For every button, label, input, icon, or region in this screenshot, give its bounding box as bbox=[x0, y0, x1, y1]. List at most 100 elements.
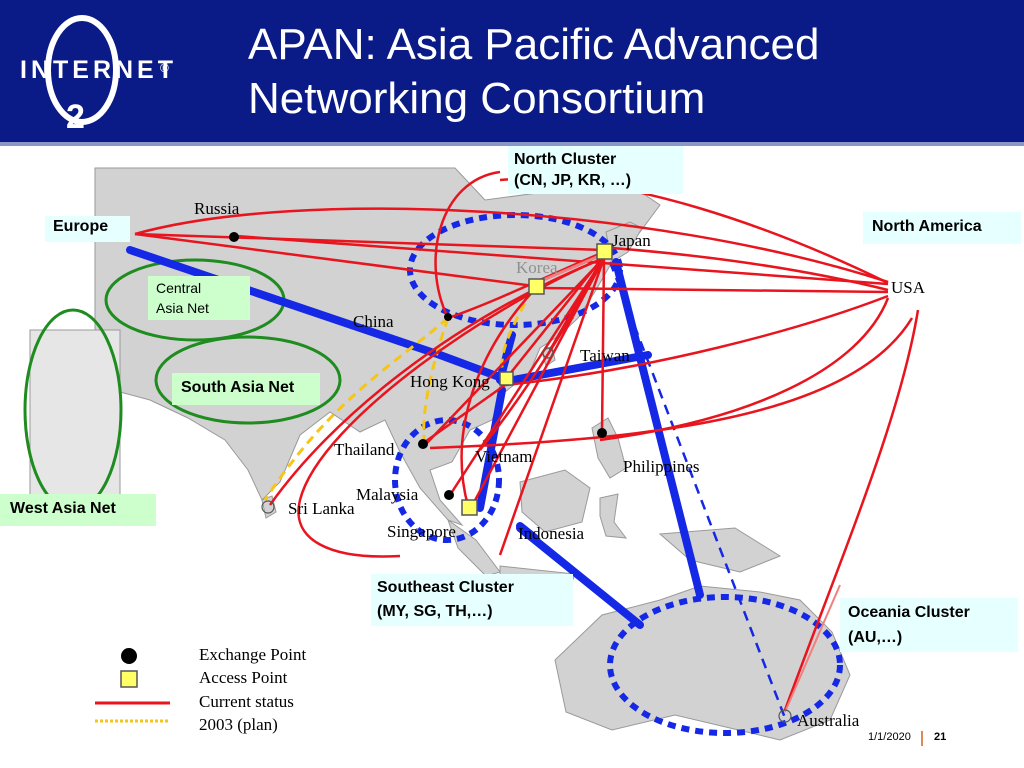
label-sri-lanka: Sri Lanka bbox=[288, 499, 355, 518]
label-philippines: Philippines bbox=[623, 457, 700, 476]
label-indonesia: Indonesia bbox=[518, 524, 585, 543]
link-korea-usa bbox=[539, 286, 889, 294]
link-europe-korea bbox=[134, 232, 535, 288]
link-japan-vietnam bbox=[479, 257, 606, 451]
label-japan: Japan bbox=[612, 231, 651, 250]
landmass-philippines bbox=[591, 417, 627, 479]
legend-exchange-point: Exchange Point bbox=[199, 645, 307, 664]
logo-numeral: 2 bbox=[66, 98, 85, 136]
oceania-cluster-ring bbox=[607, 594, 843, 736]
link-japan-thailand bbox=[424, 257, 605, 446]
link-europe-usa bbox=[134, 207, 889, 284]
link-japan-indonesia bbox=[498, 257, 606, 556]
title-line-2: Networking Consortium bbox=[248, 74, 706, 123]
label-vietnam: Vietnam bbox=[475, 447, 533, 466]
logo-registered-mark: ® bbox=[160, 61, 169, 75]
slide-page-number: 21 bbox=[934, 731, 947, 743]
landmass-asia bbox=[94, 167, 661, 527]
label-usa: USA bbox=[891, 278, 926, 297]
slide-date: 1/1/2020 bbox=[868, 731, 911, 743]
logo-wordmark: INTERNET bbox=[20, 56, 177, 84]
label-korea: Korea bbox=[516, 258, 558, 277]
central-asia-callout: Central Asia Net bbox=[148, 276, 250, 320]
label-malaysia: Malaysia bbox=[356, 485, 419, 504]
access-point-hongkong bbox=[499, 371, 514, 386]
link-china-northloop bbox=[434, 170, 501, 319]
legend-access-point-icon bbox=[120, 670, 138, 688]
legend-plan-2003: 2003 (plan) bbox=[199, 715, 278, 734]
exchange-point-philippines bbox=[597, 428, 607, 438]
south-asia-ring bbox=[154, 335, 342, 425]
site-markers bbox=[261, 347, 792, 723]
oceania-cluster-title: Oceania Cluster bbox=[848, 604, 970, 621]
header-divider bbox=[0, 142, 1024, 146]
link-japan-philippines bbox=[600, 257, 606, 433]
landmass-west-asia bbox=[29, 329, 121, 501]
access-points bbox=[461, 243, 613, 516]
link-korea-singapore bbox=[460, 289, 535, 507]
north-america-callout: North America bbox=[863, 212, 1021, 244]
link-thailand-hongkong bbox=[421, 383, 506, 446]
link-australia-usa bbox=[783, 309, 920, 711]
link-japan-malaysia bbox=[448, 257, 606, 496]
backbone-indonesia-australia bbox=[516, 524, 644, 629]
plan-china-thailand bbox=[422, 317, 450, 446]
label-hong-kong: Hong Kong bbox=[410, 372, 490, 391]
legend-exchange-point-icon bbox=[121, 648, 137, 664]
site-marker-australia bbox=[778, 709, 792, 723]
oceania-cluster-callout: Oceania Cluster (AU,…) bbox=[840, 598, 1018, 652]
title-line-1: APAN: Asia Pacific Advanced bbox=[248, 20, 820, 69]
landmass-sulawesi bbox=[599, 493, 628, 539]
exchange-point-china bbox=[444, 313, 452, 321]
north-america-label: North America bbox=[872, 218, 982, 235]
europe-callout: Europe bbox=[45, 216, 130, 242]
north-cluster-title: North Cluster bbox=[514, 151, 617, 168]
label-thailand: Thailand bbox=[334, 440, 395, 459]
link-japan-australia-dashed bbox=[608, 261, 787, 719]
access-point-japan bbox=[596, 243, 613, 260]
link-europe-japan bbox=[134, 232, 605, 252]
link-thailand-usa bbox=[429, 317, 914, 450]
legend-current-status: Current status bbox=[199, 692, 294, 711]
landmass-borneo bbox=[519, 469, 591, 533]
label-russia: Russia bbox=[194, 199, 240, 218]
exchange-point-thailand bbox=[418, 439, 428, 449]
plan-china-srilanka bbox=[263, 316, 449, 501]
slide-header bbox=[0, 0, 1024, 142]
internet2-logo: INTERNET ® 2 bbox=[20, 15, 177, 136]
southeast-cluster-ring bbox=[392, 417, 502, 543]
label-china: China bbox=[353, 312, 394, 331]
north-cluster-callout: North Cluster (CN, JP, KR, …) bbox=[508, 146, 683, 194]
planned-links bbox=[263, 289, 534, 501]
southeast-cluster-title: Southeast Cluster bbox=[377, 579, 514, 596]
backbone-europe-china bbox=[126, 246, 444, 359]
link-russia-usa bbox=[235, 234, 889, 286]
link-australia-oceania-pink bbox=[784, 584, 841, 713]
central-asia-line-1: Central bbox=[156, 280, 202, 296]
southeast-cluster-members: (MY, SG, TH,…) bbox=[377, 603, 493, 620]
link-japan-west-loop bbox=[297, 256, 605, 558]
west-asia-label: West Asia Net bbox=[10, 500, 116, 517]
southeast-cluster-callout: Southeast Cluster (MY, SG, TH,…) bbox=[371, 574, 573, 626]
exchange-point-malaysia bbox=[444, 490, 454, 500]
label-singapore: Singapore bbox=[387, 522, 456, 541]
exchange-points bbox=[229, 232, 607, 500]
legend-access-point: Access Point bbox=[199, 668, 288, 687]
south-asia-label: South Asia Net bbox=[181, 379, 295, 396]
north-cluster-members: (CN, JP, KR, …) bbox=[514, 172, 632, 189]
south-asia-callout: South Asia Net bbox=[172, 373, 320, 405]
oceania-cluster-members: (AU,…) bbox=[848, 629, 903, 646]
europe-label: Europe bbox=[53, 218, 109, 235]
label-taiwan: Taiwan bbox=[580, 346, 630, 365]
site-marker-taiwan bbox=[542, 347, 554, 359]
link-japan-usa bbox=[611, 246, 889, 292]
central-asia-line-2: Asia Net bbox=[156, 300, 209, 316]
access-point-singapore bbox=[461, 499, 478, 516]
site-marker-srilanka bbox=[261, 500, 275, 514]
slide-title: APAN: Asia Pacific Advanced Networking C… bbox=[248, 18, 819, 126]
backbone-hongkong-singapore bbox=[476, 386, 506, 512]
west-asia-callout: West Asia Net bbox=[0, 494, 156, 526]
link-korea-japan-pink bbox=[533, 252, 605, 286]
label-australia: Australia bbox=[797, 711, 860, 730]
